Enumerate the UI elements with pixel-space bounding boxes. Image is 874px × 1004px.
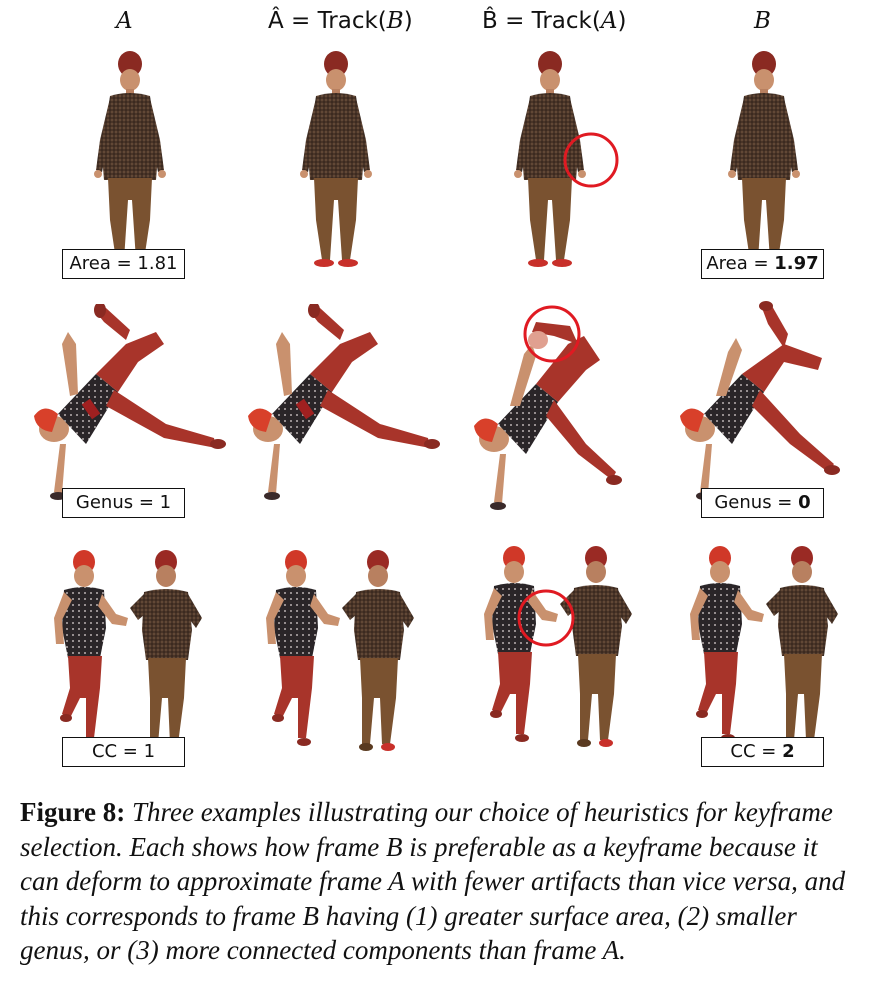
- breakdancer-image: [474, 305, 622, 510]
- breakdancer-image: [680, 301, 840, 500]
- figure-row3-col4: [682, 544, 847, 759]
- column-header-b: B: [754, 8, 771, 34]
- genus-label-b: Genus = 0: [701, 488, 824, 518]
- figure-row1-col4: [714, 50, 814, 270]
- caption-text: Three examples illustrating our choice o…: [20, 797, 846, 965]
- standing-person-image: [300, 51, 372, 267]
- figure-label: Figure 8:: [20, 797, 126, 827]
- two-dancers-image: [266, 550, 414, 751]
- standing-person-image: [728, 51, 800, 267]
- artifact-highlight-circle: [517, 589, 575, 647]
- column-header-track-a: B̂ = Track(A): [482, 8, 627, 34]
- breakdancer-image: [34, 304, 226, 500]
- figure-row3-col3: [476, 544, 641, 759]
- figure-row1-col1: [80, 50, 180, 270]
- column-header-track-b: Â = Track(B): [268, 8, 413, 34]
- column-header-a: A: [116, 8, 133, 34]
- standing-person-image: [94, 51, 166, 267]
- two-dancers-image: [54, 550, 202, 751]
- artifact-highlight-circle: [523, 305, 581, 363]
- breakdancer-image: [248, 304, 440, 500]
- two-dancers-image: [690, 546, 838, 747]
- standing-person-image: [514, 51, 619, 267]
- figure-row1-col2: [286, 50, 386, 270]
- figure-row2-col2: [240, 304, 445, 514]
- cc-label-a: CC = 1: [62, 737, 185, 767]
- area-label-b: Area = 1.97: [701, 249, 824, 279]
- cc-label-b: CC = 2: [701, 737, 824, 767]
- area-label-a: Area = 1.81: [62, 249, 185, 279]
- figure-row3-col1: [46, 548, 211, 763]
- figure-row1-col3: [500, 50, 630, 270]
- figure-row3-col2: [258, 548, 423, 763]
- figure-caption: Figure 8: Three examples illustrating ou…: [20, 795, 854, 968]
- genus-label-a: Genus = 1: [62, 488, 185, 518]
- artifact-highlight-circle: [563, 132, 619, 188]
- figure-row2-col4: [672, 290, 852, 510]
- two-dancers-image: [484, 546, 632, 747]
- figure-row2-col3: [466, 304, 646, 519]
- figure-row2-col1: [26, 304, 231, 514]
